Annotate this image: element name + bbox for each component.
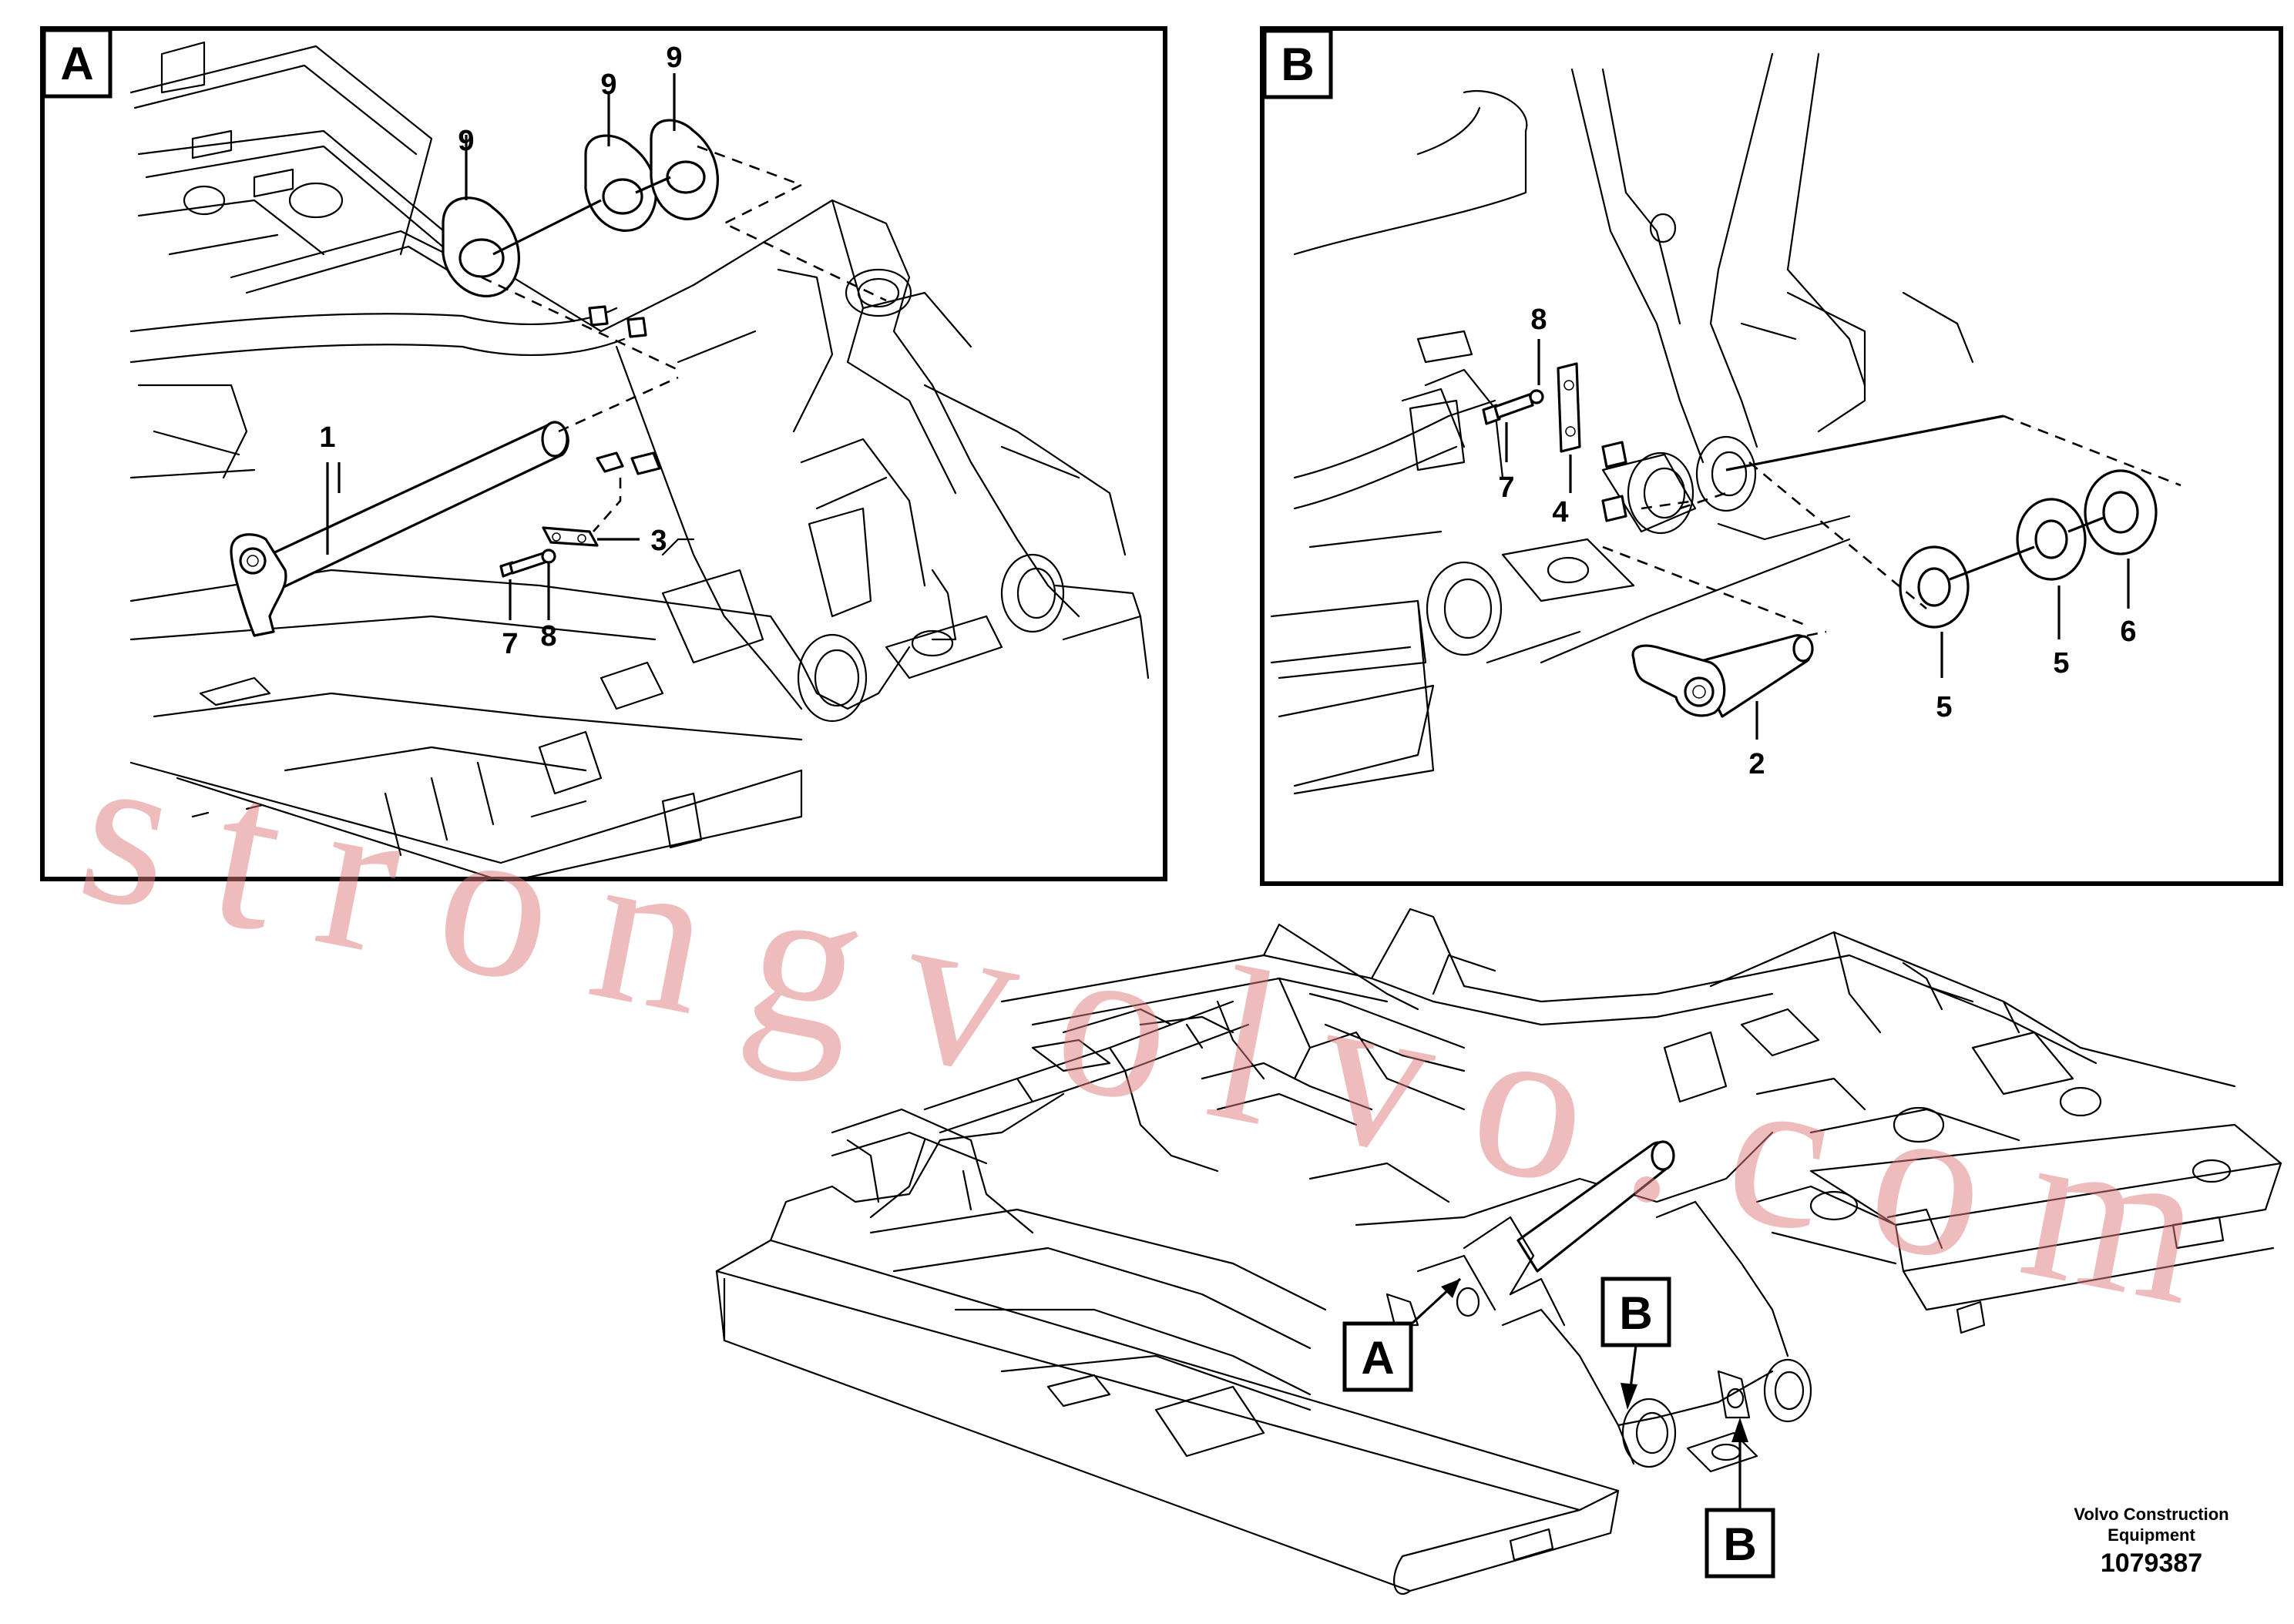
panel-a-frame (40, 26, 1167, 881)
panel-b: B (1260, 26, 2283, 886)
panel-b-frame (1260, 26, 2283, 886)
panel-a-frame-structure (129, 41, 626, 479)
overview-callout-b-bottom: B (1705, 1418, 1775, 1579)
overview-upper-frame (715, 908, 2282, 1595)
panel-a-tag: A (60, 38, 93, 89)
caption-maker-line2: Equipment (2108, 1525, 2195, 1545)
panel-a-pin-1 (230, 421, 569, 637)
panel-a-small-blocks (588, 305, 661, 475)
panel-a-lower-frame (129, 538, 1150, 880)
panel-b-label-8: 8 (1530, 304, 1547, 336)
caption-figure-number: 1079387 (2101, 1549, 2202, 1578)
overview-callout-b-top-label: B (1619, 1287, 1652, 1339)
panel-b-label-7: 7 (1498, 471, 1514, 504)
panel-b-washers (1899, 469, 2158, 629)
overview-callout-a-label: A (1361, 1332, 1394, 1384)
watermark-text: strongvolvo.com (64, 702, 2221, 1351)
panel-b-label-5-left: 5 (1936, 691, 1952, 723)
panel-b-tag: B (1281, 39, 1314, 90)
panel-a-label-8: 8 (540, 620, 556, 653)
panel-b-pin-2 (1631, 634, 1814, 718)
panel-b-lock-plate-4 (1482, 362, 1627, 522)
panel-a-lock-plate-3 (499, 526, 599, 578)
panel-b-label-6: 6 (2120, 616, 2136, 648)
overview-callout-b-top: B (1600, 1277, 1671, 1410)
overview-callout-b-bottom-label: B (1723, 1518, 1756, 1570)
overview-callout-a: A (1342, 1277, 1462, 1392)
panel-a: A (40, 26, 1167, 881)
panel-a-label-9-right: 9 (666, 42, 682, 74)
overview-callout-b-top-box (1600, 1277, 1671, 1347)
panel-a-label-9-middle: 9 (600, 69, 616, 101)
figure-caption: Volvo Construction Equipment 1079387 (2074, 1505, 2229, 1578)
panel-a-washers-9 (442, 119, 719, 297)
panel-a-label-9-left: 9 (458, 125, 474, 157)
panel-a-label-3: 3 (650, 525, 667, 557)
overview-callout-b-bottom-box (1705, 1508, 1775, 1579)
panel-a-label-7: 7 (502, 628, 518, 660)
panel-b-label-4: 4 (1552, 496, 1568, 528)
panel-b-label-2: 2 (1748, 748, 1765, 780)
panel-b-tag-box (1262, 29, 1333, 99)
overview-callout-a-box (1342, 1321, 1413, 1392)
panel-b-boom-structure (1270, 52, 1974, 795)
caption-maker-line1: Volvo Construction (2074, 1505, 2229, 1524)
panel-a-tag-box (42, 28, 113, 99)
panel-b-label-5-right: 5 (2053, 647, 2069, 679)
panel-a-label-1: 1 (319, 421, 335, 454)
